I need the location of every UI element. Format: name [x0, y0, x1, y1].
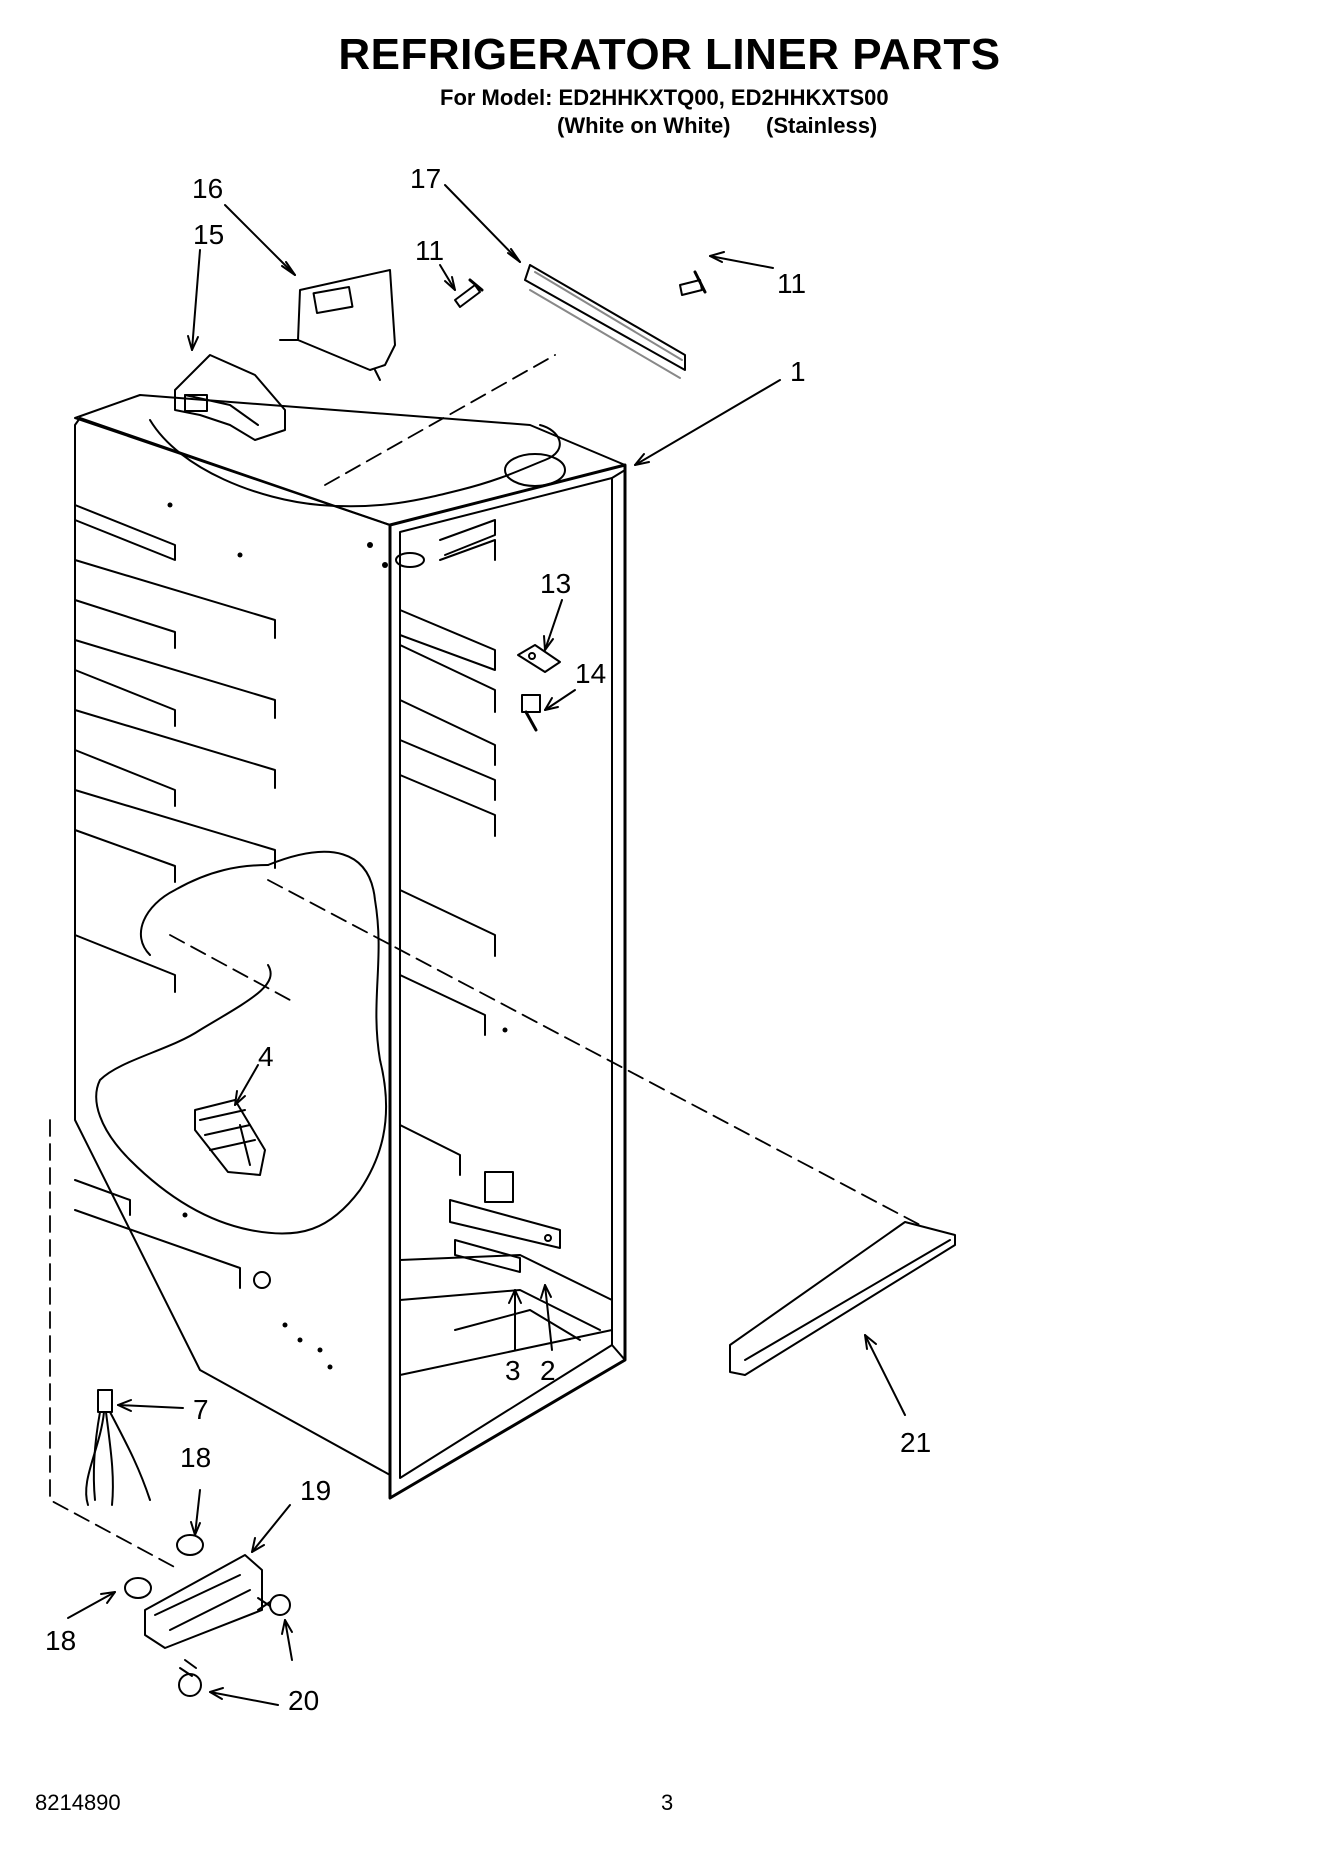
part-3-plate: [449, 1199, 561, 1249]
callout-3: 3: [505, 1355, 521, 1386]
model-line: For Model: ED2HHKXTQ00, ED2HHKXTS00: [440, 85, 889, 110]
page-number: 3: [661, 1790, 674, 1815]
top-duct-opening: [504, 453, 566, 487]
callout-17: 17: [410, 163, 441, 194]
liner-body: [74, 394, 627, 1500]
callout-18-upper: 18: [180, 1442, 211, 1473]
callout-18-lower: 18: [45, 1625, 76, 1656]
callout-2: 2: [540, 1355, 556, 1386]
part-20-bulb-right: [257, 1594, 291, 1616]
cutaway-outline-mid: [139, 864, 269, 956]
part-4-lens: [194, 1099, 266, 1176]
variant-white-label: (White on White): [557, 113, 731, 138]
right-shelf-rails: [399, 539, 496, 1176]
callout-16: 16: [192, 173, 223, 204]
callout-4: 4: [258, 1041, 274, 1072]
part-17-strip: [524, 264, 686, 371]
part-19-housing: [144, 1554, 263, 1649]
wall-holes: [167, 502, 508, 1370]
part-21-rail: [729, 1221, 956, 1376]
callout-labels: 16 15 17 11 11 1 13 14 4 3 2 21 7 18 19 …: [45, 163, 931, 1716]
callout-19: 19: [300, 1475, 331, 1506]
callout-21: 21: [900, 1427, 931, 1458]
callout-1: 1: [790, 356, 806, 387]
liner-front-frame-inner: [399, 477, 613, 1479]
callout-14: 14: [575, 658, 606, 689]
part-2-bracket: [484, 1171, 514, 1203]
part-18-socket-upper: [176, 1534, 204, 1556]
part-15-housing: [174, 354, 286, 441]
wall-port: [253, 1271, 271, 1289]
callout-11-right: 11: [777, 268, 806, 299]
part-7-harness: [85, 1389, 151, 1506]
callout-7: 7: [193, 1394, 209, 1425]
callout-15: 15: [193, 219, 224, 250]
callout-20: 20: [288, 1685, 319, 1716]
callout-13: 13: [540, 568, 571, 599]
variant-stainless-label: (Stainless): [766, 113, 878, 138]
part-18-socket-lower: [124, 1577, 152, 1599]
part-13-clip: [517, 644, 561, 673]
part-11-screw-left: [454, 278, 484, 308]
liner-left-wall: [74, 417, 391, 1476]
left-shelf-rails: [74, 504, 276, 1289]
cutaway-outline-lower: [95, 850, 388, 1235]
part-20-bulb-left: [178, 1659, 202, 1697]
bottom-crisper-area: [399, 1254, 613, 1376]
part-16-bracket: [297, 269, 396, 371]
document-number: 8214890: [35, 1790, 121, 1815]
part-14-screw: [521, 694, 541, 732]
leader-arrows: [67, 184, 906, 1706]
liner-top-face: [74, 394, 626, 526]
part-11-screw-right: [679, 270, 707, 296]
callout-11-left: 11: [415, 235, 444, 266]
page-title: REFRIGERATOR LINER PARTS: [338, 30, 1001, 79]
assembly-dash-lines: [49, 354, 921, 1571]
